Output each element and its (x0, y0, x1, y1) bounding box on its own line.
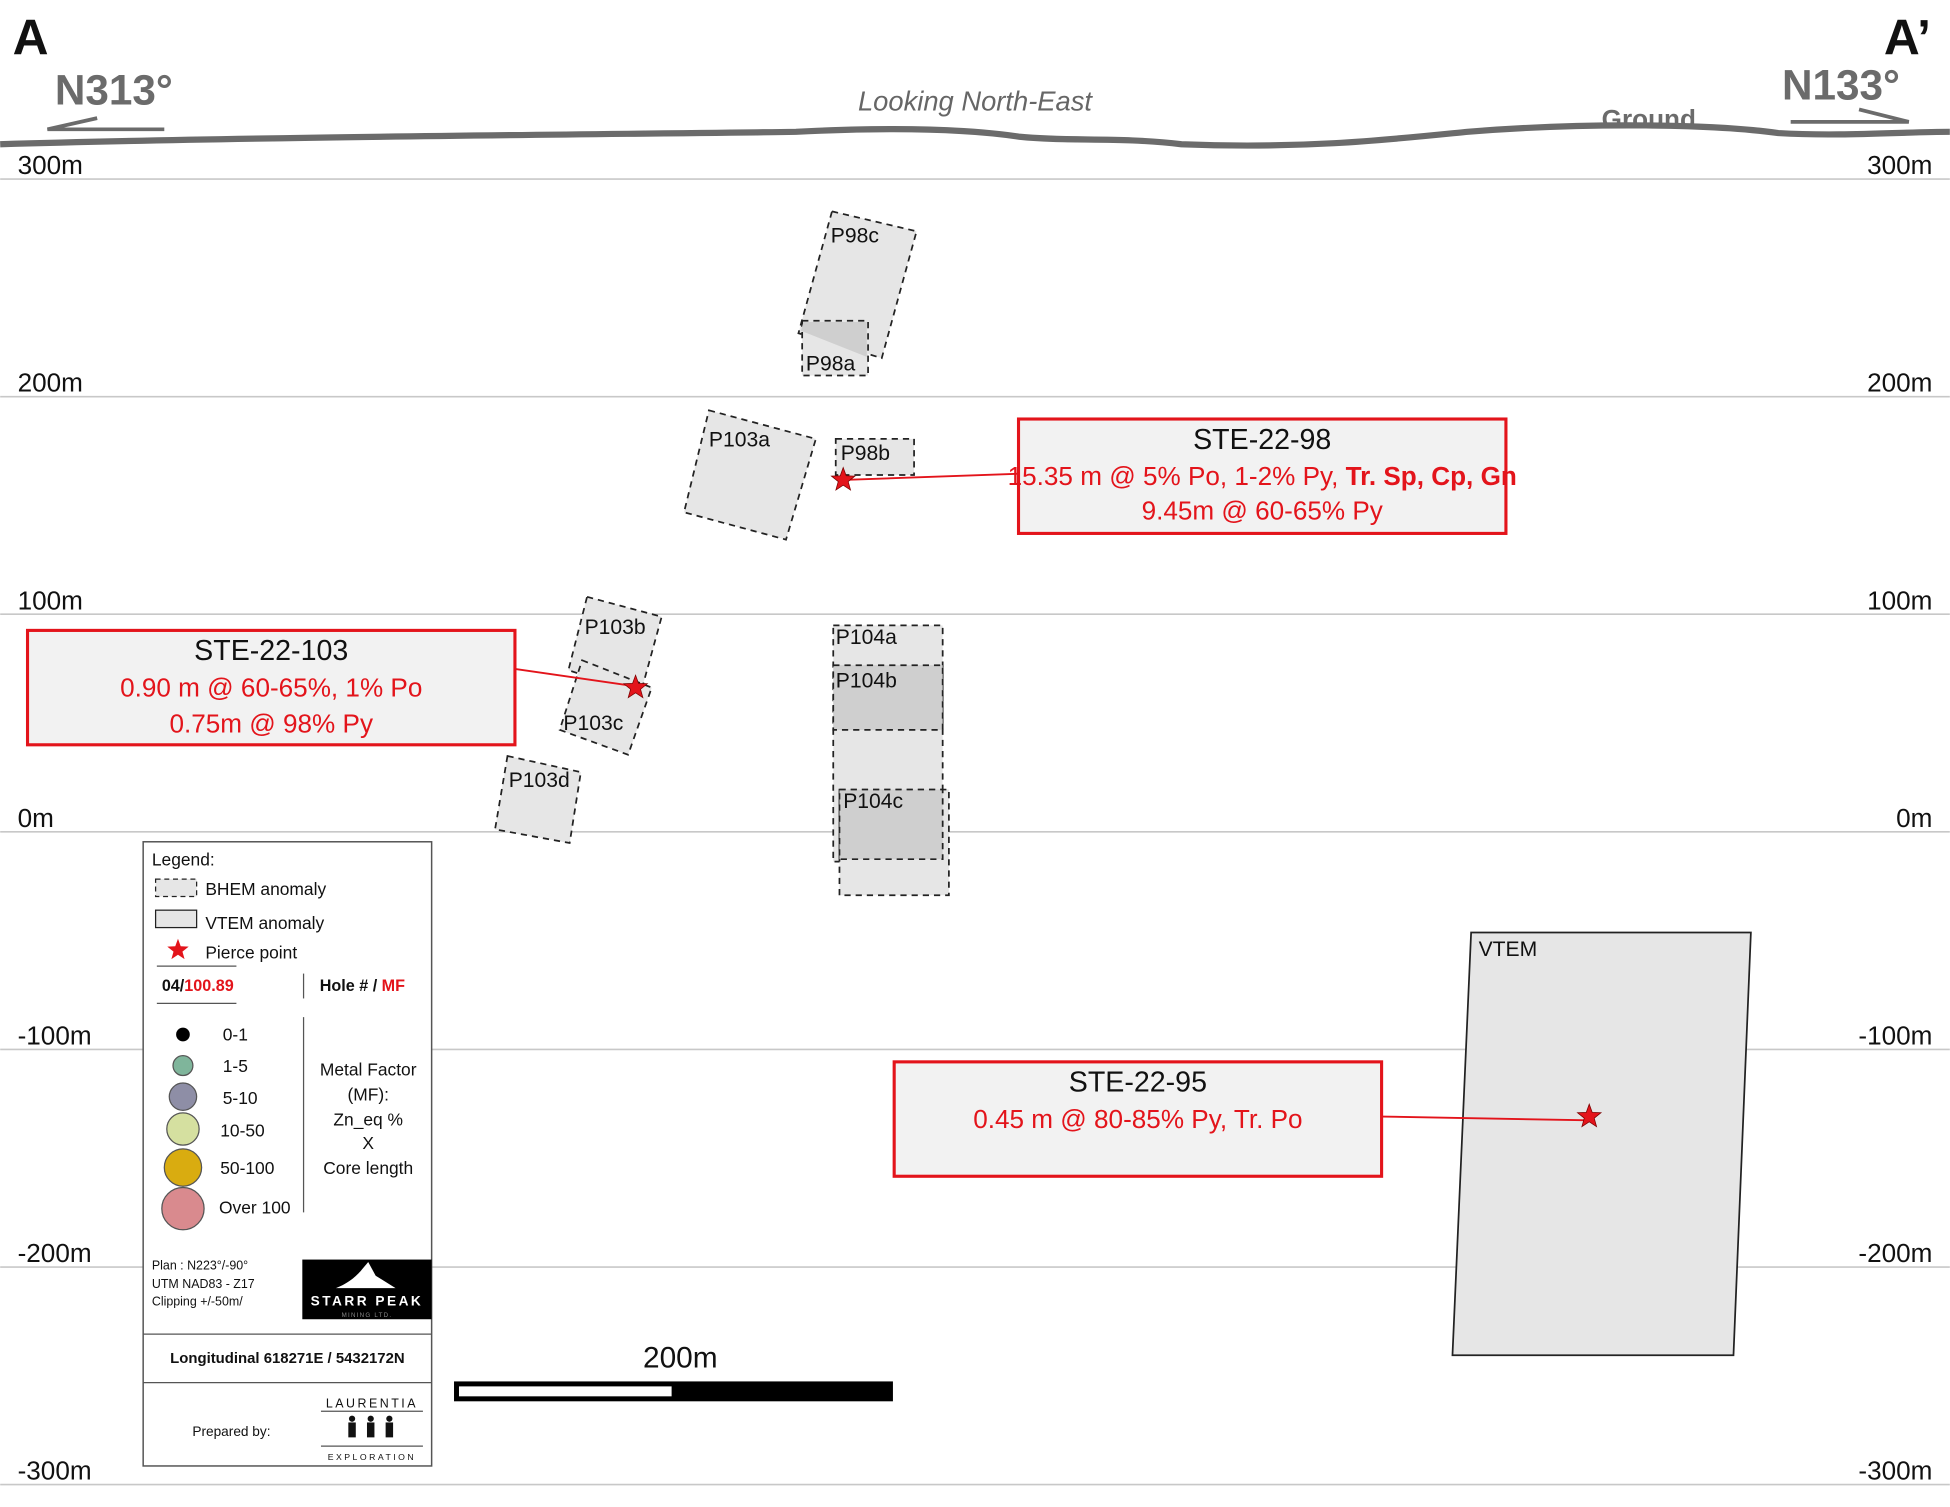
anomaly-p103d: P103d (494, 754, 582, 845)
elev-label: -100m (18, 1020, 92, 1050)
anomaly-label: P98a (806, 353, 856, 376)
longitudinal-coords: Longitudinal 618271E / 5432172N (170, 1350, 404, 1367)
hikers-icon (348, 1415, 394, 1438)
legend-pierce: Pierce point (205, 943, 297, 963)
mf-description: Metal Factor (MF): Zn_eq % X Core length (320, 1060, 417, 1178)
elev-label: 200m (1867, 368, 1932, 398)
elev-label: -300m (1858, 1456, 1932, 1486)
starr-peak-logo: STARR PEAK MINING LTD. (302, 1259, 432, 1320)
anomaly-p103a: P103a (682, 409, 817, 541)
section-start-label: A (13, 10, 49, 66)
callout-ste-22-103: STE-22-103 0.90 m @ 60-65%, 1% Po 0.75m … (25, 628, 649, 747)
left-azimuth: N313° (55, 66, 173, 113)
elevation-labels-left: 300m 200m 100m 0m -100m -200m -300m (18, 150, 92, 1486)
bhem-swatch-icon (154, 878, 198, 898)
anomaly-vtem: VTEM (1451, 931, 1752, 1357)
ground-surface-line (0, 122, 1950, 149)
scale-bar-label: 200m (643, 1342, 718, 1375)
anomaly-label: P104c (843, 790, 903, 813)
anomaly-p104c: P104c (838, 788, 950, 897)
mf-class-over-100-icon (161, 1186, 205, 1231)
utm-info: UTM NAD83 - Z17 (152, 1277, 255, 1291)
elev-label: -100m (1858, 1020, 1932, 1050)
left-arrow-icon (47, 116, 165, 132)
legend-hole-mf: Hole # / MF (320, 977, 405, 995)
mf-desc-line: Core length (323, 1158, 413, 1178)
mf-class-5-10-icon (168, 1082, 198, 1111)
anomaly-label: P98b (841, 442, 890, 465)
prepared-by-label: Prepared by: (192, 1424, 270, 1439)
legend-panel: Legend: BHEM anomaly VTEM anomaly Pierce… (142, 841, 433, 1467)
mf-class-label: 5-10 (223, 1088, 258, 1108)
hole-id: STE-22-103 (194, 635, 348, 667)
mf-class-label: 0-1 (223, 1025, 248, 1045)
intercept-line-1: 0.45 m @ 80-85% Py, Tr. Po (973, 1104, 1302, 1134)
mf-desc-line: Metal Factor (320, 1060, 417, 1080)
mf-class-0-1-icon (176, 1027, 190, 1042)
anomaly-label: P98c (831, 224, 879, 247)
mf-class-50-100-icon (163, 1148, 203, 1187)
anomaly-label: P103c (563, 712, 623, 735)
mf-desc-line: (MF): (347, 1084, 389, 1104)
section-end-label: A’ (1884, 10, 1931, 66)
elev-label: 100m (1867, 585, 1932, 615)
elev-label: 300m (1867, 150, 1932, 180)
intercept-line-1: 15.35 m @ 5% Po, 1-2% Py, Tr. Sp, Cp, Gn (1008, 461, 1517, 491)
view-direction: Looking North-East (858, 86, 1093, 117)
ground-label: Ground (1602, 104, 1696, 134)
anomaly-label: P104b (836, 670, 897, 693)
logo-subtext: EXPLORATION (328, 1452, 417, 1462)
logo-text: LAURENTIA (326, 1397, 418, 1411)
logo-subtext: MINING LTD. (342, 1312, 393, 1319)
hole-id: STE-22-98 (1193, 424, 1331, 456)
laurentia-logo: LAURENTIA EXPLORATION (320, 1397, 423, 1462)
scale-bar: 200m (454, 1342, 893, 1402)
intercept-line-2: 0.75m @ 98% Py (169, 708, 373, 738)
anomaly-label: P103d (509, 769, 570, 792)
pierce-point-star-icon (167, 938, 189, 960)
anomaly-p104b: P104b (832, 664, 944, 731)
anomaly-p98a: P98a (800, 319, 869, 377)
right-arrow-icon (1790, 107, 1910, 124)
pierce-point-star-icon (1576, 1103, 1603, 1128)
elev-label: -200m (18, 1238, 92, 1268)
logo-text: STARR PEAK (311, 1294, 424, 1309)
mf-class-label: 50-100 (220, 1158, 274, 1178)
elev-label: -200m (1858, 1238, 1932, 1268)
elev-label: 0m (18, 803, 54, 833)
pierce-point-star-icon (830, 466, 857, 491)
legend-title: Legend: (152, 849, 215, 869)
legend-vtem: VTEM anomaly (205, 913, 324, 933)
mf-class-1-5-icon (172, 1055, 194, 1077)
intercept-line-2: 9.45m @ 60-65% Py (1142, 496, 1383, 526)
anomaly-label: P103a (709, 428, 770, 451)
elev-label: 200m (18, 368, 83, 398)
mf-class-10-50-icon (166, 1112, 200, 1146)
callout-ste-22-98: STE-22-98 15.35 m @ 5% Po, 1-2% Py, Tr. … (830, 417, 1517, 535)
intercept-line-1: 0.90 m @ 60-65%, 1% Po (120, 672, 422, 702)
legend-bhem: BHEM anomaly (205, 879, 326, 899)
mf-class-label: Over 100 (219, 1198, 291, 1218)
legend-example: 04/100.89 (162, 977, 234, 995)
mf-desc-line: X (362, 1133, 374, 1153)
anomaly-label: VTEM (1479, 938, 1538, 961)
vtem-swatch-icon (154, 909, 198, 929)
mf-class-label: 1-5 (223, 1056, 248, 1076)
elevation-labels-right: 300m 200m 100m 0m -100m -200m -300m (1858, 150, 1932, 1486)
anomaly-label: P104a (836, 626, 897, 649)
elev-label: -300m (18, 1456, 92, 1486)
callout-ste-22-95: STE-22-95 0.45 m @ 80-85% Py, Tr. Po (892, 1060, 1603, 1178)
plan-info: Plan : N223°/-90° (152, 1259, 248, 1273)
right-azimuth: N133° (1782, 61, 1900, 108)
clipping-info: Clipping +/-50m/ (152, 1295, 243, 1309)
anomaly-label: P103b (585, 616, 646, 639)
elev-label: 0m (1896, 803, 1932, 833)
elev-label: 300m (18, 150, 83, 180)
mf-desc-line: Zn_eq % (333, 1109, 403, 1129)
hole-id: STE-22-95 (1069, 1067, 1207, 1099)
elev-label: 100m (18, 585, 83, 615)
anomaly-p98b: P98b (834, 438, 915, 476)
mf-class-label: 10-50 (220, 1120, 264, 1140)
pierce-point-star-icon (622, 674, 649, 699)
